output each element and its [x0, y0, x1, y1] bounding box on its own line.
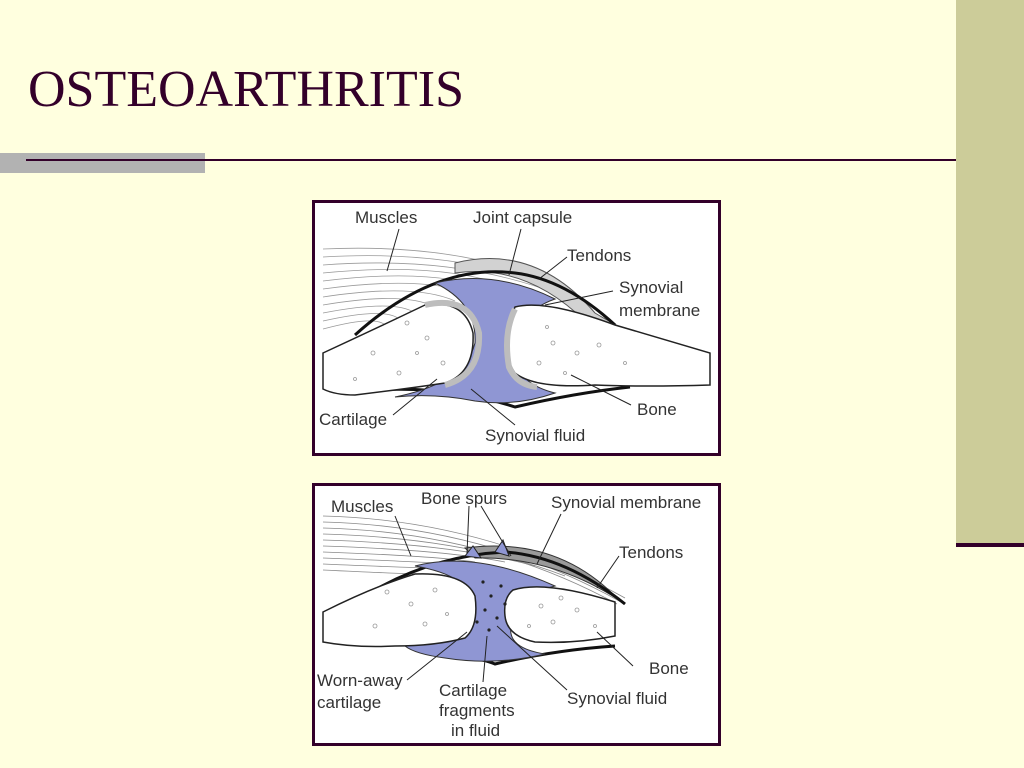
- label-tendons: Tendons: [567, 246, 631, 265]
- label-worn-away-1: Worn-away: [317, 671, 403, 690]
- label-synovial-membrane-1: Synovial: [619, 278, 683, 297]
- left-cartilage: [424, 299, 483, 388]
- osteoarthritic-joint-drawing: Muscles Bone spurs Synovial membrane Ten…: [317, 489, 701, 740]
- label-leader-lines: [386, 228, 632, 426]
- bone-marrow-dots: [372, 587, 597, 629]
- label-muscles: Muscles: [331, 497, 393, 516]
- bone-marrow-dots: [353, 320, 627, 381]
- label-cartilage: Cartilage: [319, 410, 387, 429]
- label-joint-capsule: Joint capsule: [473, 208, 572, 227]
- label-tendons: Tendons: [619, 543, 683, 562]
- label-synovial-membrane-2: membrane: [619, 301, 700, 320]
- right-bone: [503, 586, 616, 644]
- side-accent-band: [956, 0, 1024, 546]
- cartilage-fragments: [475, 580, 507, 632]
- label-bone: Bone: [649, 659, 689, 678]
- label-leader-lines: [394, 505, 634, 691]
- osteoarthritic-joint-diagram: Muscles Bone spurs Synovial membrane Ten…: [312, 483, 721, 746]
- side-accent-line: [956, 543, 1024, 547]
- bone-spur-shapes: [464, 538, 510, 559]
- slide-title: OSTEOARTHRITIS: [28, 61, 464, 118]
- label-bone-spurs: Bone spurs: [421, 489, 507, 508]
- label-worn-away-2: cartilage: [317, 693, 381, 712]
- title-underline-rule: [26, 159, 956, 161]
- title-underline-bar: [0, 153, 205, 173]
- label-muscles: Muscles: [355, 208, 417, 227]
- label-fragments-2: fragments: [439, 701, 515, 720]
- right-cartilage: [504, 307, 538, 390]
- left-bone: [322, 573, 477, 648]
- healthy-joint-diagram: Muscles Joint capsule Tendons Synovial m…: [312, 200, 721, 456]
- label-synovial-fluid: Synovial fluid: [567, 689, 667, 708]
- label-fragments-1: Cartilage: [439, 681, 507, 700]
- left-bone: [322, 303, 474, 396]
- label-synovial-fluid: Synovial fluid: [485, 426, 585, 445]
- label-bone: Bone: [637, 400, 677, 419]
- label-fragments-3: in fluid: [451, 721, 500, 740]
- healthy-joint-drawing: Muscles Joint capsule Tendons Synovial m…: [319, 208, 711, 445]
- label-synovial-membrane: Synovial membrane: [551, 493, 701, 512]
